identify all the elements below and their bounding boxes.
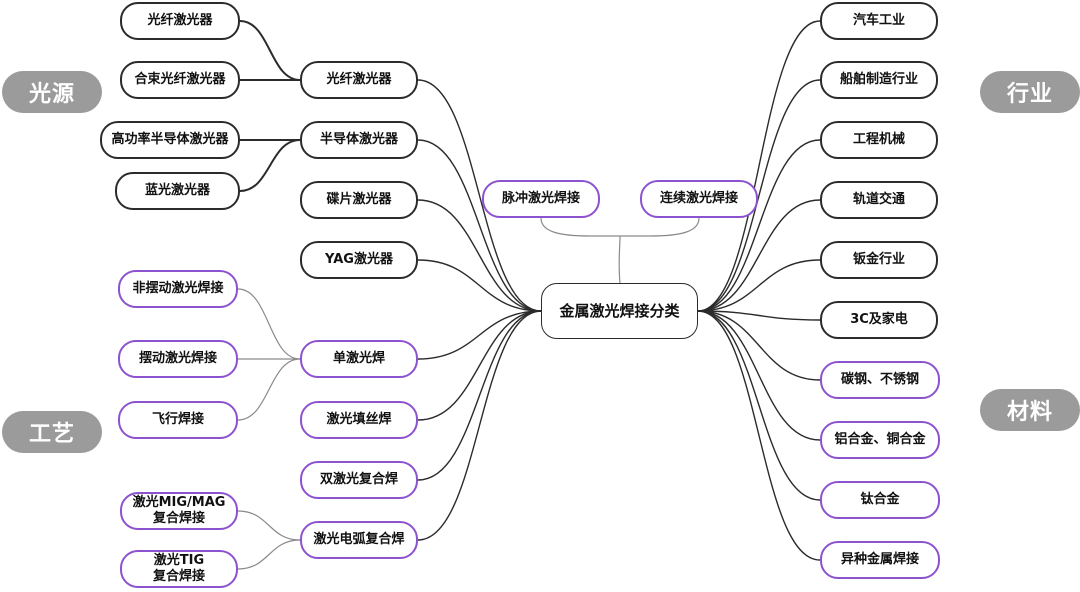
leaf-non-wobble-welding: 非摆动激光焊接 <box>118 270 238 308</box>
category-material: 材料 <box>980 389 1080 431</box>
branch-disk-laser: 碟片激光器 <box>300 181 418 219</box>
branch-semiconductor-laser: 半导体激光器 <box>300 121 418 159</box>
leaf-fiber-laser: 光纤激光器 <box>120 2 240 40</box>
category-process: 工艺 <box>2 411 102 453</box>
category-light-source: 光源 <box>2 71 102 113</box>
link-center-right-5 <box>697 310 821 321</box>
link-center-right-9 <box>697 310 821 561</box>
link-center-right-1 <box>697 79 821 312</box>
branch-laser-filler-welding: 激光填丝焊 <box>300 401 418 439</box>
material-aluminum-copper-alloy: 铝合金、铜合金 <box>820 421 940 459</box>
link-mode-bracket <box>540 217 700 237</box>
mode-pulsed-welding: 脉冲激光焊接 <box>482 180 600 218</box>
material-dissimilar-metal-welding: 异种金属焊接 <box>820 541 940 579</box>
link-center-left-3 <box>417 259 542 312</box>
link-center-right-0 <box>697 20 821 312</box>
link-mode-stem <box>618 235 621 284</box>
leaf-blue-laser: 蓝光激光器 <box>115 172 240 210</box>
leaf-tig-hybrid: 激光TIG 复合焊接 <box>120 550 238 588</box>
industry-automotive: 汽车工业 <box>820 2 938 40</box>
branch-dual-laser-hybrid: 双激光复合焊 <box>300 461 418 499</box>
industry-shipbuilding: 船舶制造行业 <box>820 61 938 99</box>
leaf-flying-welding: 飞行焊接 <box>118 401 238 439</box>
link-center-left-0 <box>417 79 542 312</box>
material-carbon-stainless-steel: 碳钢、不锈钢 <box>820 361 940 399</box>
link-center-right-4 <box>697 259 821 312</box>
link-center-left-4 <box>417 310 542 360</box>
link-center-right-6 <box>697 310 821 381</box>
industry-sheet-metal: 钣金行业 <box>820 241 938 279</box>
category-industry: 行业 <box>980 71 1080 113</box>
link-single-leaf-3 <box>237 358 301 421</box>
branch-single-laser-welding: 单激光焊 <box>300 340 418 378</box>
material-titanium-alloy: 钛合金 <box>820 481 940 519</box>
industry-rail-transit: 轨道交通 <box>820 181 938 219</box>
branch-fiber-laser: 光纤激光器 <box>300 61 418 99</box>
industry-3c-appliances: 3C及家电 <box>820 301 938 339</box>
branch-laser-arc-hybrid: 激光电弧复合焊 <box>300 521 418 559</box>
link-semi-leaf-2 <box>239 139 301 192</box>
link-single-leaf-1 <box>237 288 301 360</box>
mode-continuous-welding: 连续激光焊接 <box>640 180 758 218</box>
leaf-combined-fiber-laser: 合束光纤激光器 <box>120 61 240 99</box>
link-center-left-2 <box>417 199 542 312</box>
link-arc-leaf-2 <box>237 539 301 570</box>
link-center-left-7 <box>417 310 542 541</box>
link-center-left-6 <box>417 310 542 481</box>
leaf-mig-mag-hybrid: 激光MIG/MAG 复合焊接 <box>120 492 238 530</box>
link-center-right-8 <box>697 310 821 501</box>
center-node: 金属激光焊接分类 <box>541 283 698 339</box>
link-arc-leaf-1 <box>237 510 301 541</box>
leaf-wobble-welding: 摆动激光焊接 <box>118 340 238 378</box>
link-center-right-2 <box>697 139 821 312</box>
industry-construction-machinery: 工程机械 <box>820 121 938 159</box>
link-center-left-1 <box>417 139 542 312</box>
leaf-high-power-semiconductor: 高功率半导体激光器 <box>100 121 240 159</box>
branch-yag-laser: YAG激光器 <box>300 241 418 279</box>
link-center-left-5 <box>417 310 542 421</box>
link-center-right-7 <box>697 310 821 441</box>
link-center-right-3 <box>697 199 821 312</box>
link-fiber-leaf-1 <box>239 20 301 81</box>
